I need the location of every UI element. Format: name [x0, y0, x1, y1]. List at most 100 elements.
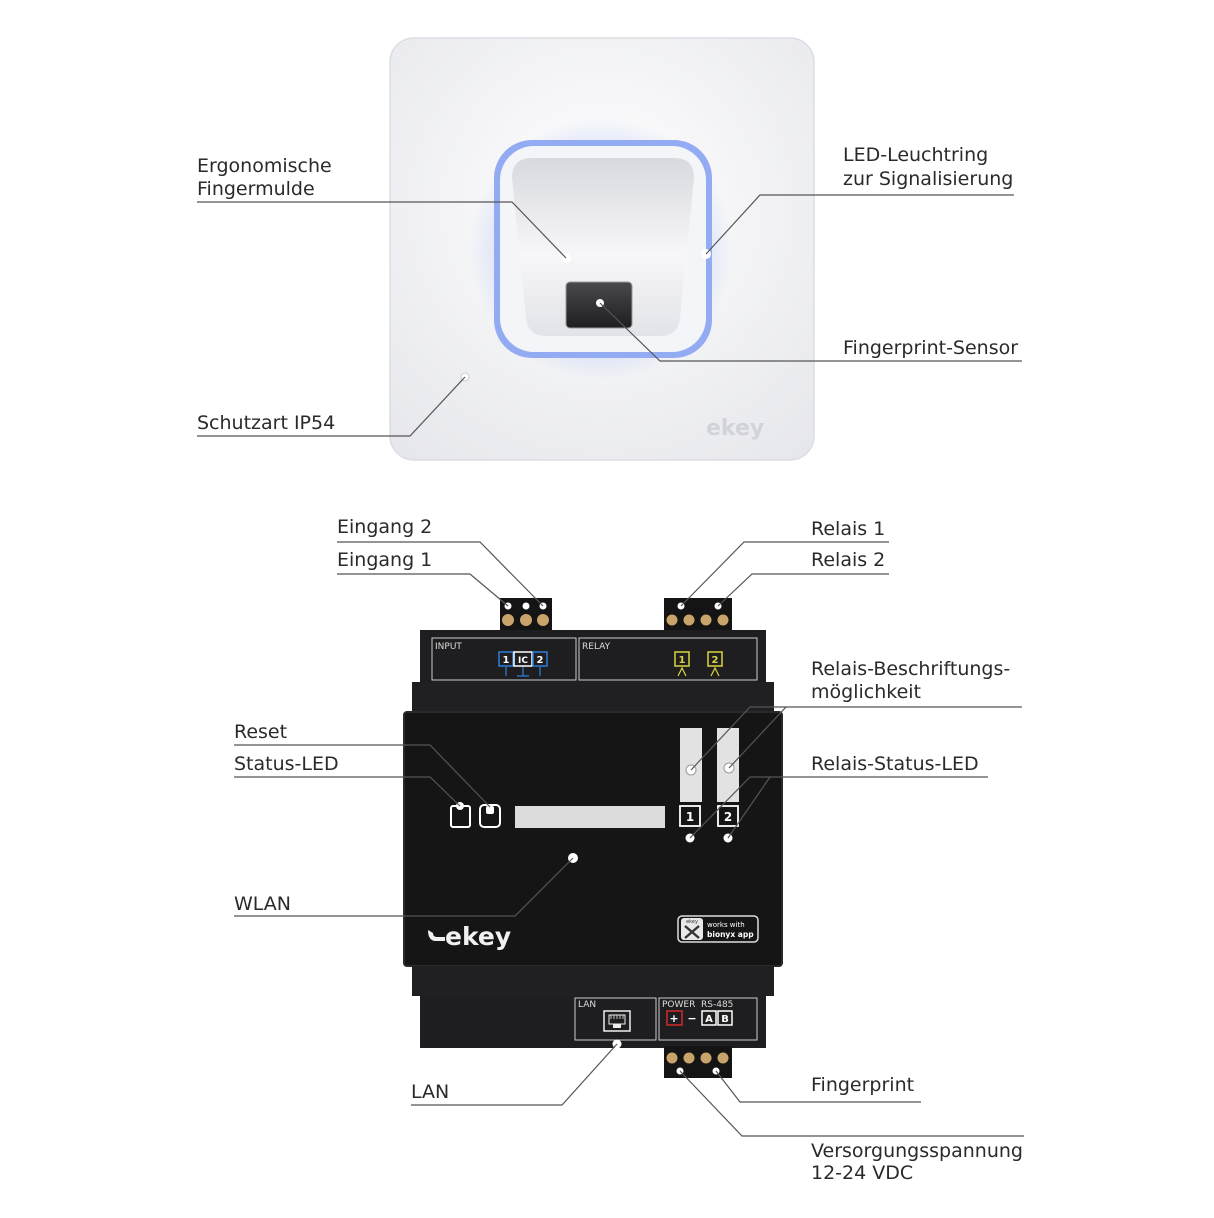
label-finger-groove-line1: Ergonomische [197, 155, 332, 177]
rs485-b-label: B [721, 1014, 729, 1025]
reader-leader-lines [197, 194, 1022, 437]
relay-screw-2 [683, 614, 695, 626]
leader-groove [197, 201, 567, 259]
input-panel-frame [431, 637, 577, 681]
input-2-label: 2 [537, 655, 544, 666]
reader-brand-text: ekey [706, 416, 764, 441]
power-terminal-block [664, 1046, 732, 1078]
badge-small-text: ekey [686, 919, 698, 925]
leader-relay-status-2 [727, 776, 771, 839]
input-panel-label: INPUT [435, 642, 462, 652]
badge-line-2: bionyx app [707, 930, 754, 939]
ekey-logo: ekey [706, 416, 764, 441]
label-relay-labelling-line1: Relais-Beschriftungs- [811, 658, 1011, 680]
leader-wlan [234, 857, 574, 917]
power-screw-2 [683, 1052, 695, 1064]
relay-2-label: 2 [712, 655, 719, 666]
relay-screw-4 [717, 614, 729, 626]
label-strip-display [515, 806, 665, 828]
label-input-2: Eingang 2 [337, 516, 433, 538]
leader-relay-status-1 [689, 776, 988, 839]
input-ic-box [513, 651, 533, 667]
power-panel-frame [658, 997, 758, 1041]
relay-screw-3 [700, 614, 712, 626]
label-relay-status-led: Relais-Status-LED [811, 753, 979, 775]
label-relay-2: Relais 2 [811, 549, 886, 571]
label-lan: LAN [411, 1081, 450, 1103]
rs485-a-box [701, 1010, 717, 1026]
input-terminal-dot-b [522, 602, 530, 610]
label-protection-class: Schutzart IP54 [197, 412, 336, 434]
label-reset: Reset [234, 721, 288, 743]
rs485-panel-label: RS-485 [701, 1000, 733, 1010]
label-wlan: WLAN [234, 893, 292, 915]
power-plus-label: + [669, 1012, 678, 1025]
leader-protection [197, 376, 466, 437]
label-fingerprint: Fingerprint [811, 1074, 915, 1096]
leader-relay-label-2 [728, 706, 787, 769]
label-supply-line2: 12-24 VDC [811, 1162, 914, 1184]
relay-status-label-1: 1 [686, 810, 694, 824]
controller-leader-lines [234, 541, 1024, 1137]
input-screw-1 [502, 614, 514, 626]
relay-panel-frame [578, 637, 758, 681]
relay-panel-label: RELAY [582, 642, 611, 652]
label-status-led: Status-LED [234, 753, 339, 775]
label-fingerprint-sensor: Fingerprint-Sensor [843, 337, 1019, 359]
badge-line-1: works with [707, 921, 745, 929]
upper-fin [412, 682, 774, 712]
input-2-box [532, 651, 548, 667]
label-relay-1: Relais 1 [811, 518, 886, 540]
label-led-ring-line1: LED-Leuchtring [843, 144, 989, 166]
power-panel-label: POWER [662, 1000, 695, 1010]
leader-relay2 [717, 573, 889, 607]
input-1-box [498, 651, 514, 667]
relay-2-box [707, 651, 723, 667]
power-screw-3 [700, 1052, 712, 1064]
leader-reset [234, 744, 491, 808]
label-finger-groove-line2: Fingermulde [197, 178, 315, 200]
leader-led-ring [705, 194, 1014, 255]
label-relay-labelling-line2: möglichkeit [811, 681, 921, 703]
bottom-module [420, 996, 766, 1048]
controller-brand-text: ekey [445, 922, 511, 951]
reset-button-icon[interactable] [479, 804, 501, 828]
lower-fin [412, 966, 774, 996]
relay-status-box-1 [679, 805, 701, 827]
relay-1-label: 1 [679, 655, 686, 666]
ekey-logo: ekey [428, 922, 511, 951]
leader-sensor [599, 302, 1022, 362]
bionyx-symbol [684, 925, 700, 939]
relay-status-box-2 [717, 805, 739, 827]
leader-input2 [337, 541, 544, 607]
badge-symbol-box [681, 918, 703, 940]
relay-contact-symbol [677, 666, 720, 677]
power-minus-label: − [687, 1012, 696, 1025]
badge-frame [677, 915, 759, 943]
label-supply-line1: Versorgungsspannung [811, 1140, 1023, 1162]
lan-panel-label: LAN [578, 1000, 596, 1010]
label-led-ring-line2: zur Signalisierung [843, 168, 1014, 190]
input-1-label: 1 [503, 655, 510, 666]
bionyx-app-badge: ekey works with bionyx app [677, 915, 759, 943]
input-wiring-symbol [505, 667, 541, 677]
relay-status-label-2: 2 [724, 810, 732, 824]
leader-relay-label-1 [690, 706, 1022, 771]
leader-lan [411, 1043, 618, 1106]
input-screw-2 [520, 614, 532, 626]
rs485-a-label: A [705, 1014, 713, 1025]
rs485-b-box [717, 1010, 733, 1026]
relay-screw-1 [666, 614, 678, 626]
power-plus-box [666, 1010, 683, 1026]
leader-status-led [234, 776, 461, 807]
leader-fingerprint [715, 1070, 921, 1103]
power-screw-4 [717, 1052, 729, 1064]
leader-relay1 [680, 541, 889, 607]
ethernet-port-icon[interactable] [603, 1010, 631, 1032]
label-input-1: Eingang 1 [337, 549, 433, 571]
leader-input1 [337, 573, 509, 607]
controller-unit: INPUT RELAY 1 IC 2 1 2 1 2 [403, 598, 783, 1078]
input-terminal-block [500, 598, 552, 632]
input-ic-label: IC [518, 656, 528, 666]
